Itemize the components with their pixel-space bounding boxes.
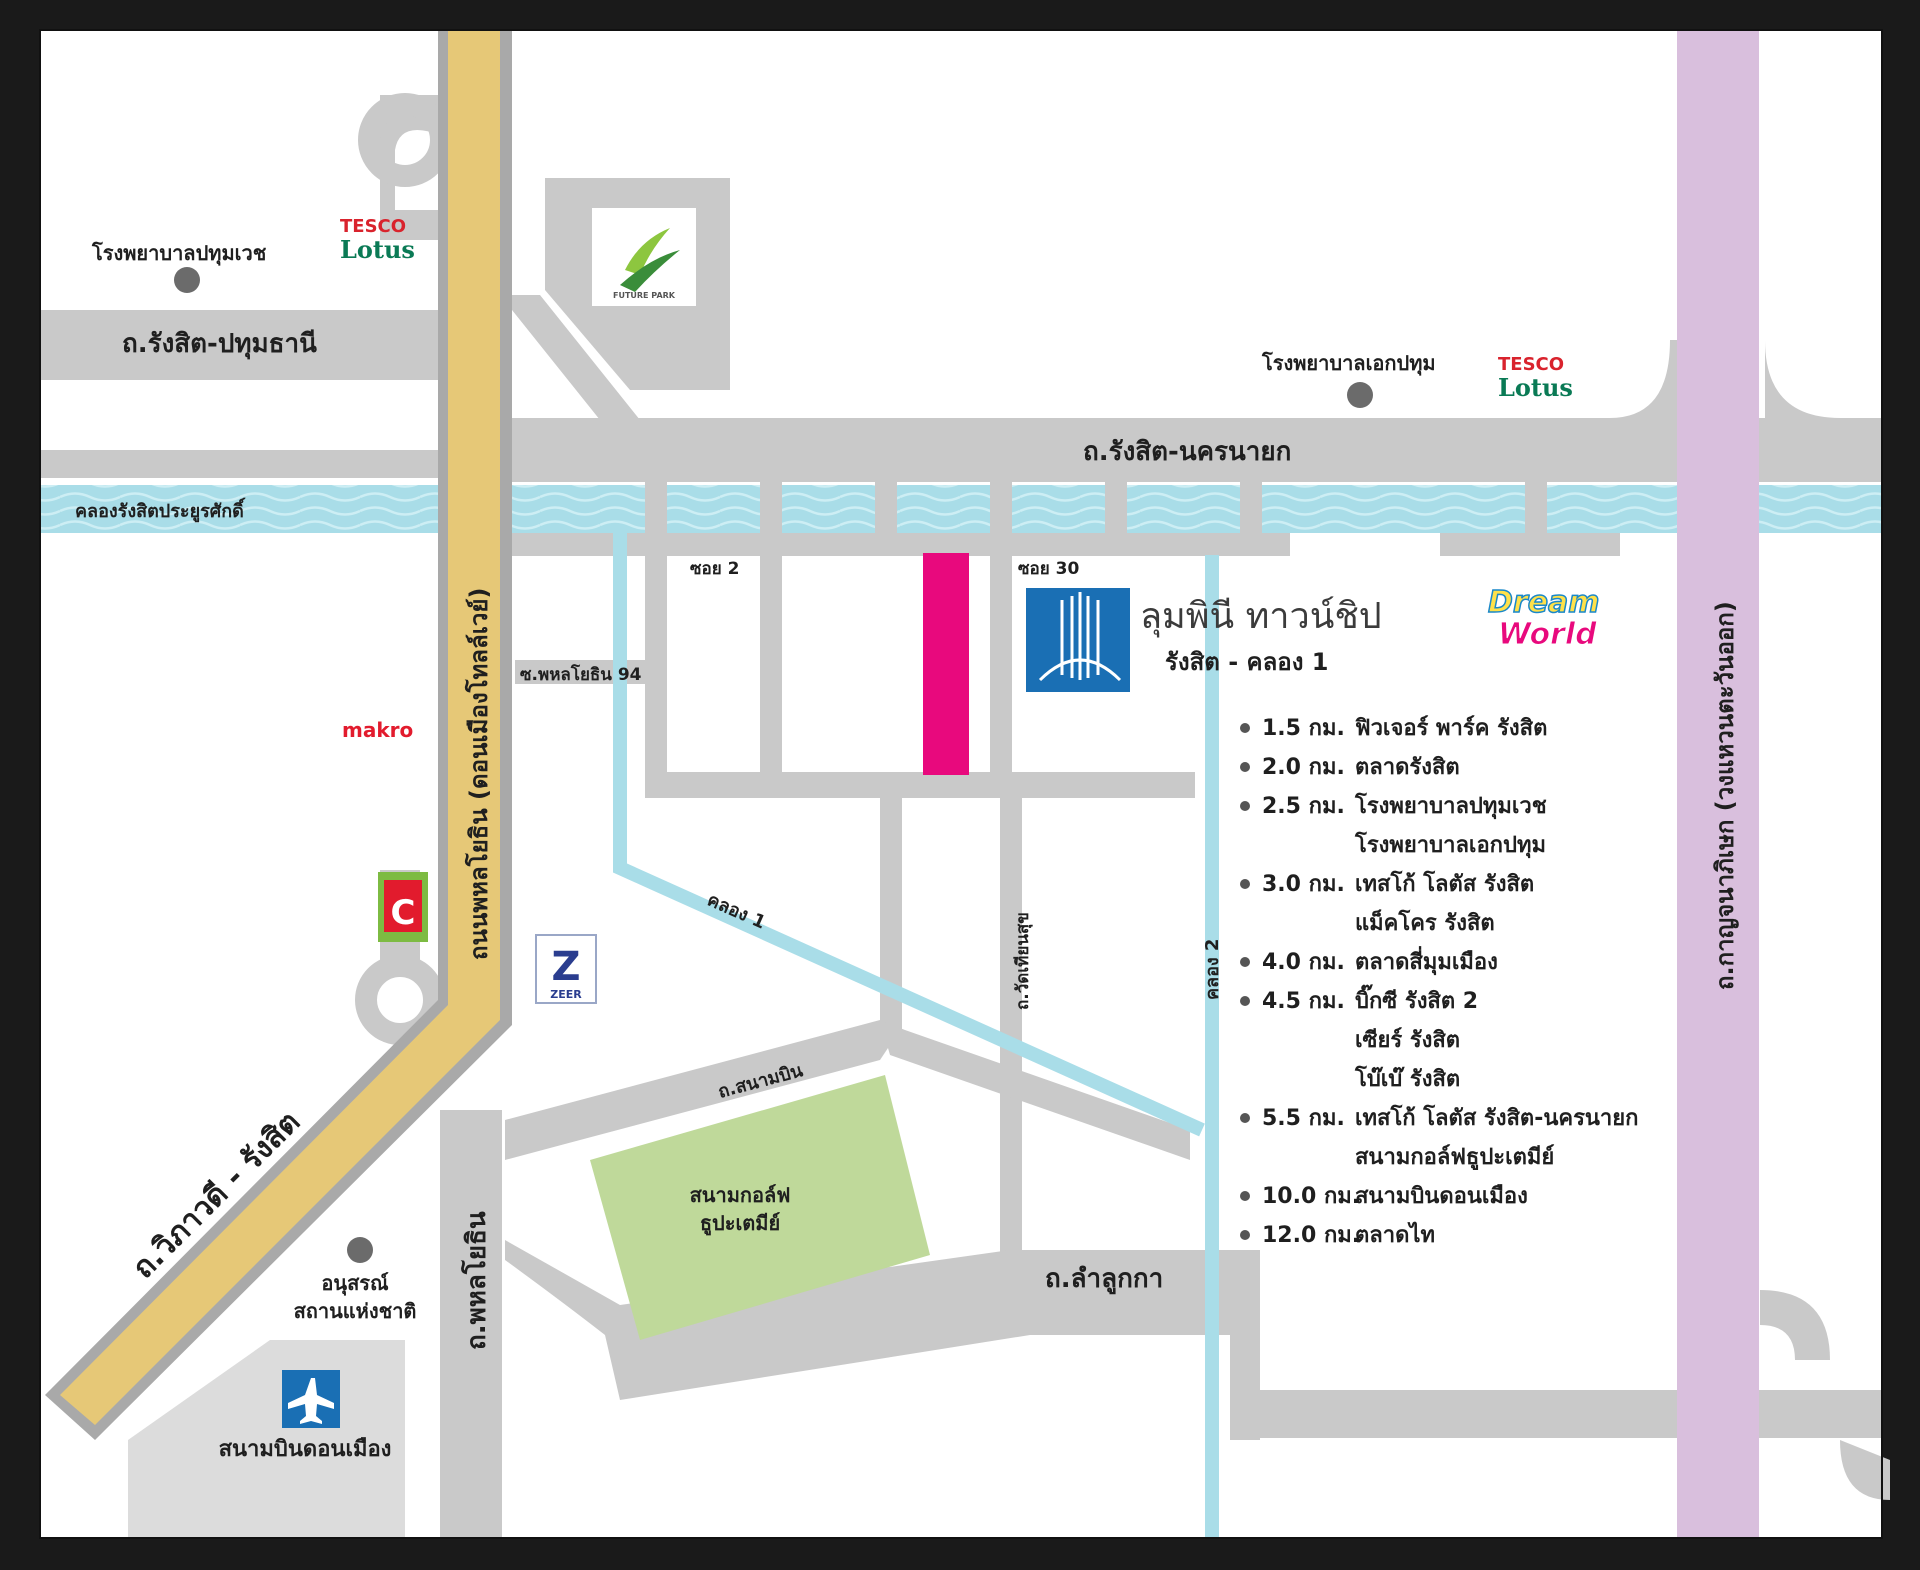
svg-text:FUTURE PARK: FUTURE PARK xyxy=(613,291,676,300)
distance-place: ตลาดรังสิต xyxy=(1355,755,1460,780)
tesco-lotus-logo-right: TESCO Lotus xyxy=(1498,354,1573,402)
distance-value: 10.0 กม. xyxy=(1262,1184,1360,1209)
svg-text:Dream: Dream xyxy=(1488,585,1600,620)
project-location-marker xyxy=(923,553,969,775)
airport-icon xyxy=(282,1370,340,1428)
svg-text:Lotus: Lotus xyxy=(1498,373,1573,402)
distance-value: 2.0 กม. xyxy=(1262,755,1345,780)
svg-text:Lotus: Lotus xyxy=(340,235,415,264)
distance-value: 5.5 กม. xyxy=(1262,1106,1345,1131)
label-road-rangsit-nakhon-nayok: ถ.รังสิต-นครนายก xyxy=(1083,437,1291,467)
distance-bullet xyxy=(1240,996,1250,1006)
distance-place: ตลาดไท xyxy=(1355,1221,1435,1248)
distance-value: 3.0 กม. xyxy=(1262,872,1345,897)
label-road-rangsit-pathum: ถ.รังสิต-ปทุมธานี xyxy=(122,329,317,360)
distance-place: สนามบินดอนเมือง xyxy=(1355,1184,1528,1209)
label-monument-1: อนุสรณ์ xyxy=(321,1271,389,1296)
distance-place: บิ๊กซี รังสิต 2 xyxy=(1355,984,1478,1014)
svg-text:Z: Z xyxy=(551,944,580,990)
label-hospital-ekpathum: โรงพยาบาลเอกปทุม xyxy=(1261,351,1436,376)
distance-bullet xyxy=(1240,957,1250,967)
label-monument-2: สถานแห่งชาติ xyxy=(294,1299,417,1323)
distance-place: สนามกอล์ฟธูปะเตมีย์ xyxy=(1355,1144,1554,1171)
svg-text:TESCO: TESCO xyxy=(340,216,406,237)
label-canal: คลองรังสิตประยูรศักดิ์ xyxy=(75,497,246,523)
svg-text:C: C xyxy=(391,893,416,933)
zeer-logo: Z ZEER xyxy=(535,934,597,1004)
golf-course xyxy=(590,1075,930,1340)
road-lam-luk-ka xyxy=(505,1240,1230,1400)
highway-donmueang-tollway xyxy=(45,30,512,1440)
svg-text:TESCO: TESCO xyxy=(1498,354,1564,375)
label-golf-1: สนามกอล์ฟ xyxy=(690,1183,791,1207)
label-khlong-2: คลอง 2 xyxy=(1202,939,1223,1000)
distance-bullet xyxy=(1240,1230,1250,1240)
label-golf-2: ธูปะเตมีย์ xyxy=(700,1211,780,1237)
khlong-waterways xyxy=(613,530,1219,1538)
distance-bullet xyxy=(1240,1191,1250,1201)
svg-text:ZEER: ZEER xyxy=(550,988,582,1001)
khlong-1 xyxy=(613,530,1205,1137)
distance-place: โบ๊เบ๊ รังสิต xyxy=(1354,1065,1460,1092)
distance-bullet xyxy=(1240,1113,1250,1123)
canal-rangsit-prayurasak xyxy=(40,485,1882,533)
ring-road-kanchanaphisek xyxy=(1677,30,1759,1538)
distance-place: โรงพยาบาลเอกปทุม xyxy=(1354,831,1546,859)
distance-value: 4.5 กม. xyxy=(1262,989,1345,1014)
distance-value: 1.5 กม. xyxy=(1262,716,1345,741)
label-soi-30: ซอย 30 xyxy=(1018,559,1079,579)
distance-bullet xyxy=(1240,762,1250,772)
road-rangsit-nakhon-nayok xyxy=(500,418,1882,482)
lumpini-logo xyxy=(1026,588,1130,692)
project-subtitle: รังสิต - คลอง 1 xyxy=(1165,648,1328,676)
svg-text:World: World xyxy=(1498,617,1597,652)
distance-place: โรงพยาบาลปทุมเวช xyxy=(1354,792,1547,820)
hospital-pathumwet-marker xyxy=(174,267,200,293)
label-phahon-yothin: ถ.พหลโยธิน xyxy=(460,1211,492,1350)
future-park-logo: FUTURE PARK xyxy=(592,208,696,306)
hospital-ekpathum-marker xyxy=(1347,382,1373,408)
label-kanchanaphisek: ถ.กาญจนาภิเษก (วงแหวนตะวันออก) xyxy=(1711,601,1739,990)
label-lam-luk-ka: ถ.ลำลูกกา xyxy=(1045,1264,1163,1295)
monument-marker xyxy=(347,1237,373,1263)
label-phahon-tollway: ถนนพหลโยธิน (ดอนเมืองโทลล์เวย์) xyxy=(464,588,493,960)
distance-place: ฟิวเจอร์ พาร์ค รังสิต xyxy=(1355,715,1547,741)
road-phahon-yothin xyxy=(440,1110,502,1538)
label-soi-phahon-94: ซ.พหลโยธิน 94 xyxy=(520,664,642,685)
distance-list: 1.5 กม. ฟิวเจอร์ พาร์ค รังสิต 2.0 กม. ตลาดร… xyxy=(1240,715,1639,1248)
distance-bullet xyxy=(1240,723,1250,733)
distance-place: ตลาดสี่มุมเมือง xyxy=(1355,945,1498,976)
label-soi-2: ซอย 2 xyxy=(690,559,739,579)
distance-place: เซียร์ รังสิต xyxy=(1355,1027,1460,1053)
distance-value: 12.0 กม. xyxy=(1262,1223,1360,1248)
distance-value: 2.5 กม. xyxy=(1262,794,1345,819)
distance-bullet xyxy=(1240,801,1250,811)
distance-place: เทสโก้ โลตัส รังสิต xyxy=(1355,870,1534,897)
distance-value: 4.0 กม. xyxy=(1262,950,1345,975)
bigc-logo: C xyxy=(378,872,428,942)
map-frame xyxy=(39,29,1883,1539)
distance-bullet xyxy=(1240,879,1250,889)
distance-place: แม็คโคร รังสิต xyxy=(1355,908,1495,936)
tesco-lotus-logo-top: TESCO Lotus xyxy=(340,216,415,264)
makro-logo: makro xyxy=(342,718,413,742)
dream-world-logo: Dream World xyxy=(1487,584,1600,652)
project-name: ลุมพินี ทาวน์ชิป xyxy=(1140,596,1382,638)
road-rangsit-pathum xyxy=(40,310,440,380)
label-road-wat: ถ.วัดเทียนสุข xyxy=(1012,912,1033,1010)
label-hospital-pathumwet: โรงพยาบาลปทุมเวช xyxy=(91,241,267,266)
distance-place: เทสโก้ โลตัส รังสิต-นครนายก xyxy=(1355,1104,1639,1131)
label-airport: สนามบินดอนเมือง xyxy=(219,1437,392,1462)
